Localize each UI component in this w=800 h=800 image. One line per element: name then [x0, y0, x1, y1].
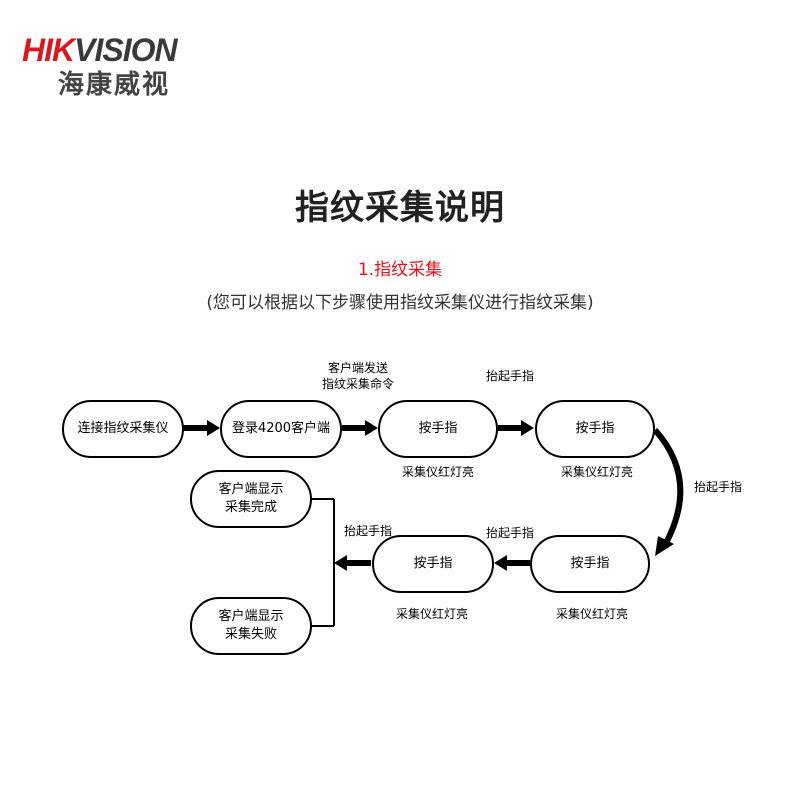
logo-vision-text: VISION — [74, 32, 177, 68]
arrow-press4-to-results — [334, 555, 371, 571]
label-lift-finger-3: 抬起手指 — [343, 524, 392, 538]
node-login-client: 登录4200客户端 — [220, 400, 342, 458]
node-collect-done: 客户端显示 采集完成 — [190, 470, 312, 528]
logo-hik-text: HIK — [22, 32, 75, 68]
node-press-finger-2: 按手指 — [535, 400, 655, 458]
logo-chinese-text: 海康威视 — [58, 70, 171, 100]
arrow-login-to-press1 — [342, 420, 378, 436]
node-connect-scanner: 连接指纹采集仪 — [62, 400, 184, 458]
arrow-connect-to-login — [183, 420, 220, 436]
node-press-finger-1: 按手指 — [378, 400, 498, 458]
label-red-light-4: 采集仪红灯亮 — [555, 607, 628, 621]
node-press-finger-4: 按手指 — [372, 535, 494, 593]
label-lift-finger-2: 抬起手指 — [485, 526, 534, 540]
label-lift-finger-right: 抬起手指 — [693, 480, 742, 494]
arrow-press3-to-press4 — [494, 555, 530, 571]
result-bracket — [311, 498, 335, 627]
label-red-light-2: 采集仪红灯亮 — [560, 465, 633, 479]
section-subtitle: 1.指纹采集 — [357, 260, 443, 280]
page-title: 指纹采集说明 — [295, 188, 505, 228]
brand-logo: HIKVISION — [22, 32, 178, 68]
node-press-finger-3: 按手指 — [530, 535, 650, 593]
label-lift-finger-1: 抬起手指 — [485, 369, 534, 383]
arrow-press1-to-press2 — [498, 420, 534, 436]
arrow-press2-to-press3 — [652, 427, 684, 556]
label-send-command: 客户端发送 指纹采集命令 — [321, 361, 394, 391]
section-description: (您可以根据以下步骤使用指纹采集仪进行指纹采集) — [206, 293, 594, 313]
label-red-light-3: 采集仪红灯亮 — [395, 607, 468, 621]
label-red-light-1: 采集仪红灯亮 — [401, 465, 474, 479]
node-collect-fail: 客户端显示 采集失败 — [190, 597, 312, 655]
